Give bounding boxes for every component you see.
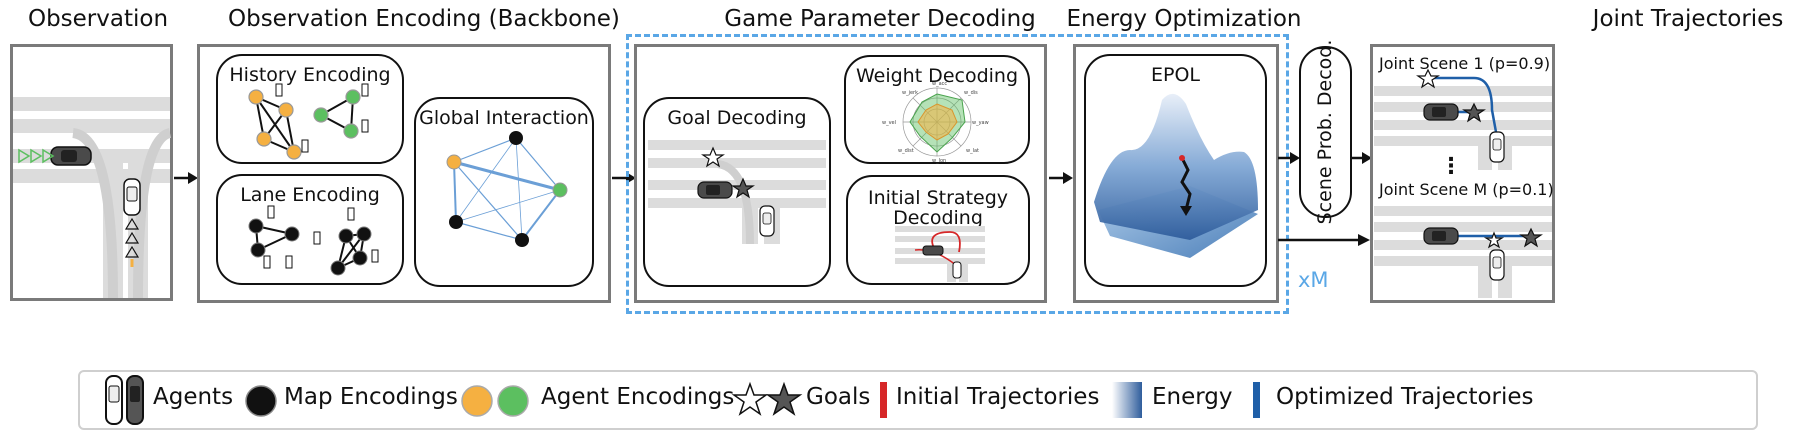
energy-gradient-icon bbox=[1112, 382, 1142, 418]
repeat-label: xM bbox=[1298, 268, 1329, 292]
star-icon bbox=[1483, 231, 1505, 249]
star-icon bbox=[731, 177, 755, 199]
scene-prob-label: Scene Prob. Decod. bbox=[1314, 39, 1336, 225]
history-encoding-card: History Encoding bbox=[216, 54, 404, 164]
lane-encoding-label: Lane Encoding bbox=[240, 184, 380, 206]
car-icon bbox=[1423, 227, 1459, 245]
global-graph bbox=[446, 131, 568, 247]
arrow-icon bbox=[1049, 172, 1073, 184]
legend-map: Map Encodings bbox=[284, 384, 458, 410]
title-joint: Joint Trajectories bbox=[1592, 6, 1784, 32]
legend-optimized: Optimized Trajectories bbox=[1276, 384, 1534, 410]
history-encoding-label: History Encoding bbox=[229, 64, 391, 86]
star-icon bbox=[1462, 102, 1486, 123]
initial-trajectory-icon bbox=[880, 382, 887, 418]
car-icon bbox=[1423, 103, 1459, 121]
global-interaction-label: Global Interaction bbox=[419, 107, 589, 129]
title-game: Game Parameter Decoding bbox=[724, 6, 1036, 32]
legend-agents: Agents bbox=[153, 384, 234, 410]
repeat-box bbox=[626, 34, 1289, 314]
star-icon bbox=[1519, 227, 1543, 248]
car-icon bbox=[50, 146, 92, 166]
star-icon bbox=[731, 381, 803, 416]
star-icon bbox=[701, 146, 725, 168]
radar-chart: w_acc w_jerk w_dis w_vel w_yaw w_dist w_… bbox=[882, 81, 989, 164]
initial-strategy-scene bbox=[895, 226, 985, 282]
legend-agent-enc: Agent Encodings bbox=[541, 384, 735, 410]
arrow-icon bbox=[1278, 234, 1370, 246]
car-icon bbox=[697, 181, 733, 199]
observation-scene bbox=[13, 97, 172, 299]
svg-text:w_dist: w_dist bbox=[898, 148, 914, 154]
svg-text:w_jerk: w_jerk bbox=[902, 90, 918, 96]
car-icon bbox=[759, 205, 775, 237]
scene-prob-pill bbox=[1299, 46, 1352, 218]
svg-text:w_vel: w_vel bbox=[882, 120, 896, 126]
lane-encoding-card: Lane Encoding bbox=[216, 174, 404, 285]
initial-strategy-label-1: Initial Strategy bbox=[867, 187, 1009, 209]
weight-decoding-card: Weight Decoding bbox=[844, 55, 1030, 164]
lane-graph bbox=[248, 205, 379, 276]
arrow-icon bbox=[1278, 152, 1300, 164]
joint-ellipsis: ⋮ bbox=[1440, 154, 1462, 179]
radar-axis-labels: w_acc w_jerk w_dis w_vel w_yaw w_dist w_… bbox=[882, 81, 989, 164]
weight-decoding-label: Weight Decoding bbox=[855, 65, 1019, 87]
optimized-trajectory-icon bbox=[1253, 382, 1260, 418]
car-icon bbox=[1489, 249, 1505, 281]
svg-text:w_lon: w_lon bbox=[932, 158, 946, 164]
history-graph bbox=[248, 83, 369, 160]
legend-energy: Energy bbox=[1152, 384, 1233, 410]
energy-surface bbox=[1094, 93, 1258, 258]
agent-encoding-icon bbox=[461, 385, 529, 417]
map-encoding-icon bbox=[245, 385, 277, 417]
epol-label: EPOL bbox=[1150, 64, 1200, 86]
joint-scene-1-label: Joint Scene 1 (p=0.9) bbox=[1379, 54, 1551, 73]
title-energy: Energy Optimization bbox=[1066, 6, 1302, 32]
initial-strategy-label-2: Decoding bbox=[893, 207, 983, 229]
joint-scene-m bbox=[1374, 206, 1552, 298]
svg-text:w_dis: w_dis bbox=[964, 90, 978, 96]
joint-scene-1 bbox=[1374, 68, 1552, 170]
title-observation: Observation bbox=[27, 6, 169, 32]
joint-scene-m-label: Joint Scene M (p=0.1) bbox=[1379, 180, 1554, 199]
svg-text:w_acc: w_acc bbox=[932, 81, 947, 87]
legend-initial: Initial Trajectories bbox=[896, 384, 1100, 410]
legend bbox=[78, 370, 1758, 430]
arrow-icon bbox=[1352, 152, 1372, 164]
goal-decoding-label: Goal Decoding bbox=[667, 107, 807, 129]
svg-text:w_lat: w_lat bbox=[966, 148, 979, 154]
title-encoding: Observation Encoding (Backbone) bbox=[228, 6, 620, 32]
goal-scene bbox=[648, 140, 826, 245]
car-icon bbox=[105, 375, 144, 425]
car-icon bbox=[1489, 131, 1505, 163]
legend-goals: Goals bbox=[806, 384, 871, 410]
star-icon bbox=[1416, 68, 1440, 89]
goal-decoding-card: Goal Decoding bbox=[643, 97, 831, 287]
svg-text:w_yaw: w_yaw bbox=[972, 120, 989, 126]
car-icon bbox=[123, 178, 141, 216]
arrow-icon bbox=[174, 172, 198, 184]
